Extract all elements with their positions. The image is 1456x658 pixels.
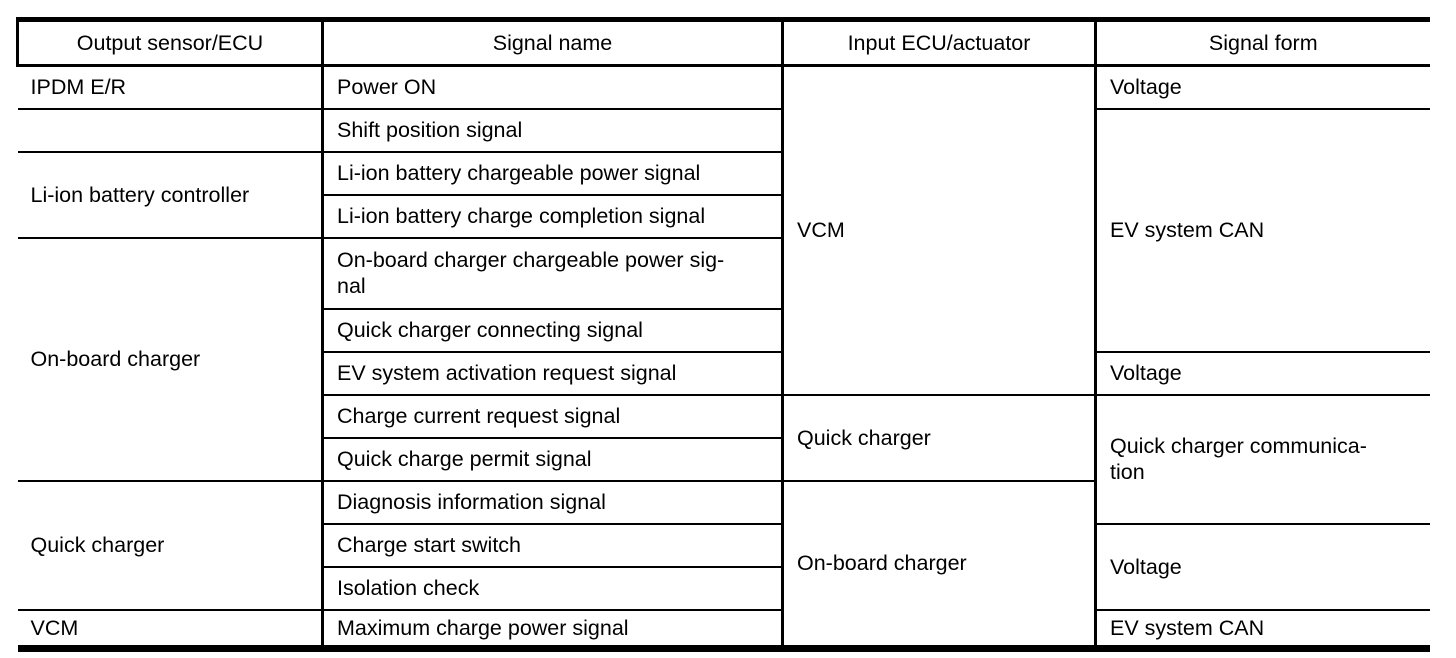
cell-input-ecu: VCM [781, 65, 1096, 396]
cell-output-sensor: Quick charger [17, 480, 323, 611]
cell-signal-name: Li-ion battery charge completion signal [321, 194, 783, 239]
table-header-row: Output sensor/ECU Signal name Input ECU/… [16, 19, 1430, 67]
cell-signal-form: Quick charger communica- tion [1094, 394, 1430, 525]
table-row: On-board charger On-board charger charge… [17, 237, 1430, 482]
table-row: Li-ion battery charge completion signal [18, 194, 1430, 239]
cell-signal-form: Voltage [1094, 351, 1430, 396]
table-row: Li-ion battery controller Li-ion battery… [17, 151, 1430, 239]
cell-output-sensor: VCM [17, 609, 323, 650]
table-row: Charge current request signal Quick char… [18, 394, 1430, 525]
cell-signal-name: Quick charger connecting signal [321, 308, 783, 353]
header-input-ecu: Input ECU/actuator [781, 19, 1096, 67]
table-row: Isolation check [18, 566, 1430, 611]
header-output-sensor: Output sensor/ECU [16, 19, 323, 67]
cell-signal-name: EV system activation request signal [321, 351, 783, 396]
header-signal-name: Signal name [321, 19, 783, 67]
cell-signal-name: Charge start switch [321, 523, 783, 568]
table-row: Shift position signal EV system CAN [17, 108, 1430, 353]
cell-signal-name: Isolation check [321, 566, 783, 611]
header-signal-form: Signal form [1094, 19, 1430, 67]
cell-output-sensor: On-board charger [17, 237, 323, 482]
cell-signal-name: Power ON [321, 65, 783, 110]
cell-signal-form: EV system CAN [1094, 108, 1430, 353]
table-row: Charge start switch Voltage [18, 523, 1430, 611]
cell-input-ecu: On-board charger [781, 480, 1096, 650]
cell-output-sensor [17, 108, 323, 153]
cell-signal-name: Li-ion battery chargeable power signal [321, 151, 783, 196]
cell-output-sensor: IPDM E/R [17, 65, 323, 110]
cell-signal-name: On-board charger chargeable power sig- n… [321, 237, 783, 310]
cell-signal-name: Diagnosis information signal [321, 480, 783, 525]
cell-signal-name: Quick charge permit signal [321, 437, 783, 482]
table-row: IPDM E/R Power ON VCM Voltage [17, 65, 1430, 396]
cell-signal-name: Charge current request signal [321, 394, 783, 439]
cell-signal-form: Voltage [1094, 65, 1430, 110]
cell-signal-name: Maximum charge power signal [321, 609, 783, 650]
table-row: Quick charge permit signal [18, 437, 1430, 482]
table-row: EV system activation request signal Volt… [18, 351, 1430, 396]
cell-signal-name: Shift position signal [321, 108, 783, 153]
table-row: Quick charger connecting signal [18, 308, 1430, 353]
io-signal-table: Output sensor/ECU Signal name Input ECU/… [16, 17, 1430, 652]
cell-input-ecu: Quick charger [781, 394, 1096, 482]
table-row: Quick charger Diagnosis information sign… [17, 480, 1430, 650]
cell-output-sensor: Li-ion battery controller [17, 151, 323, 239]
cell-signal-form: EV system CAN [1094, 609, 1430, 650]
cell-signal-form: Voltage [1094, 523, 1430, 611]
table-row: VCM Maximum charge power signal EV syste… [17, 609, 1430, 650]
